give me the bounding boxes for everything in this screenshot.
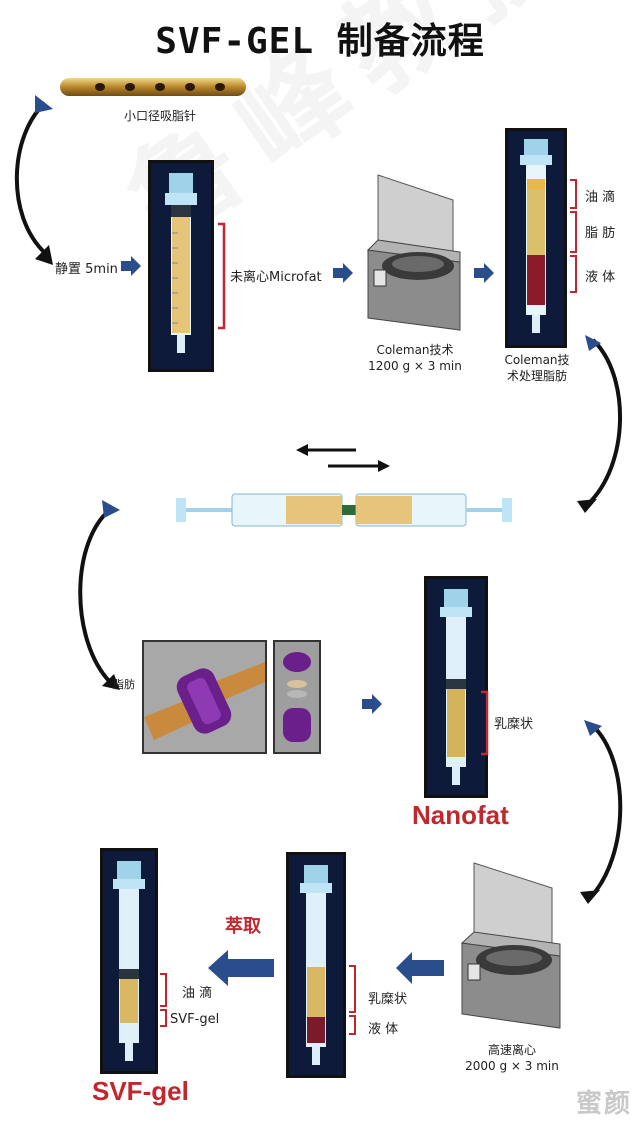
liquid-label-2: 液 体 (368, 1022, 399, 1037)
coleman-label: Coleman技术 1200 g × 3 min (368, 343, 462, 373)
arrow-right-icon (474, 263, 494, 283)
centrifuge-highspeed-image (460, 862, 561, 1029)
filter-parts-photo (273, 640, 321, 754)
arrow-right-icon (362, 694, 382, 714)
curved-arrow-icon (14, 95, 53, 265)
curved-arrow-icon (78, 500, 120, 690)
syringe-coleman-image (520, 139, 552, 333)
cannula-image (60, 78, 246, 96)
arrow-right-icon (121, 256, 141, 276)
filter-device-photo (142, 640, 267, 754)
svf-oil-label: 油 滴 (182, 986, 213, 1001)
layer-oil-label: 油 滴 (585, 190, 616, 205)
bracket-separated (349, 965, 356, 1035)
curved-arrow-icon (577, 335, 623, 513)
layer-fat-label: 脂 肪 (585, 226, 616, 241)
syringe-separated-image (300, 865, 332, 1065)
curved-arrow-icon (580, 720, 623, 904)
syringe-nanofat-frame (424, 576, 488, 798)
transfer-arrows-icon (296, 444, 390, 472)
syringe-coleman-frame (505, 128, 567, 348)
bracket-svfgel (160, 973, 167, 1027)
centrifuge-coleman-image (366, 174, 461, 331)
bracket-emulsion (481, 690, 489, 756)
svf-gel-label: SVF-gel (92, 1076, 189, 1106)
highspeed-label: 高速离心 2000 g × 3 min (465, 1043, 559, 1073)
bracket-layers (570, 179, 577, 293)
svf-gel-small-label: SVF-gel (170, 1012, 220, 1027)
emulsion-label-2: 乳糜状 (368, 992, 408, 1007)
extract-label: 萃取 (225, 916, 261, 937)
microfat-label: 未离心Microfat (230, 270, 322, 285)
corner-logo: 蜜颜 (575, 1089, 632, 1119)
bracket-microfat (218, 222, 226, 330)
arrow-right-icon (333, 263, 353, 283)
syringe-nanofat-image (440, 589, 472, 785)
cannula-label: 小口径吸脂针 (124, 109, 197, 123)
page-title: SVF-GEL 制备流程 (155, 21, 485, 62)
syringe-svfgel-image (113, 861, 145, 1061)
nanofat-label: Nanofat (412, 800, 509, 830)
coleman-processed-label: Coleman技 术处理脂肪 (504, 353, 570, 383)
arrow-left-icon (208, 950, 274, 986)
layer-liquid-label: 液 体 (585, 270, 616, 285)
syringe-separated-frame (286, 852, 346, 1078)
syringe-svfgel-frame (100, 848, 158, 1074)
emulsion-label: 乳糜状 (494, 717, 534, 732)
connected-syringes-image (176, 493, 512, 527)
syringe-microfat-image (165, 173, 197, 353)
syringe-microfat-frame (148, 160, 214, 372)
arrow-left-icon (396, 952, 444, 984)
rest-label: 静置 5min (55, 262, 118, 277)
fat-label: 脂肪 (113, 678, 135, 691)
